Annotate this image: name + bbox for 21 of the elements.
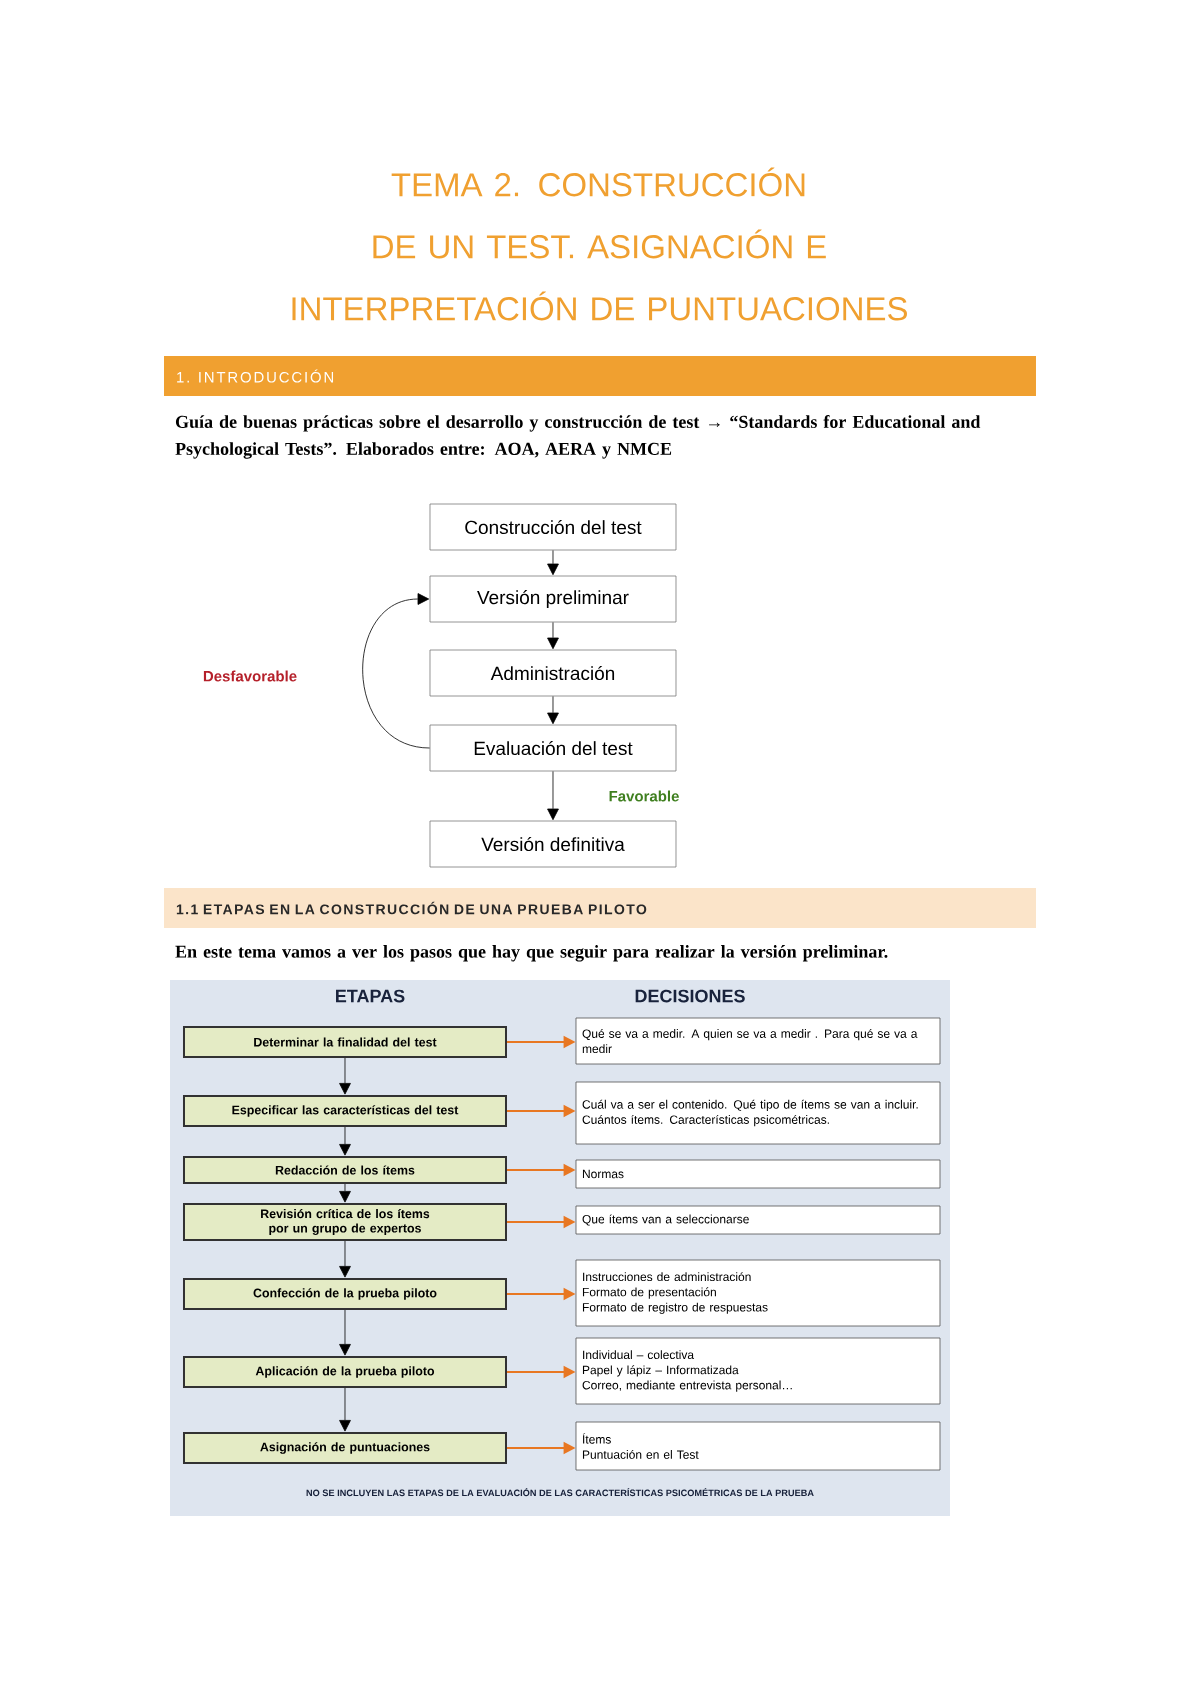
process-box: Construcción del test	[429, 503, 677, 551]
column-heading: DECISIONES	[635, 989, 745, 1003]
arrow	[339, 1126, 351, 1156]
arrow	[339, 1387, 351, 1432]
paragraph: Guía de buenas prácticas sobre el desarrollo y construcción de test → “Standards for Educational and Psychological Tests”. Elaborados entre: AOA, AERA y NMCE	[175, 415, 981, 459]
arrow	[547, 550, 559, 576]
process-box: Administración	[429, 649, 677, 697]
process-box: Versión preliminar	[429, 575, 677, 623]
arrow	[339, 1057, 351, 1095]
process-box: Versión definitiva	[429, 820, 677, 868]
arrow	[339, 1183, 351, 1203]
arrow	[547, 622, 559, 650]
process-box: Evaluación del test	[429, 724, 677, 772]
arrow	[339, 1240, 351, 1278]
arrow	[547, 696, 559, 725]
title: TEMA 2. CONSTRUCCIÓN DE UN TEST. ASIGNACIÓN E INTERPRETACIÓN DE PUNTUACIONES	[292, 167, 907, 321]
paragraph: En este tema vamos a ver los pasos que hay que seguir para realizar la versión preliminar.	[175, 945, 888, 962]
curved-arrow	[362, 593, 430, 749]
arrow	[339, 1309, 351, 1356]
column-heading: ETAPAS	[336, 989, 405, 1003]
arrow	[547, 771, 559, 821]
